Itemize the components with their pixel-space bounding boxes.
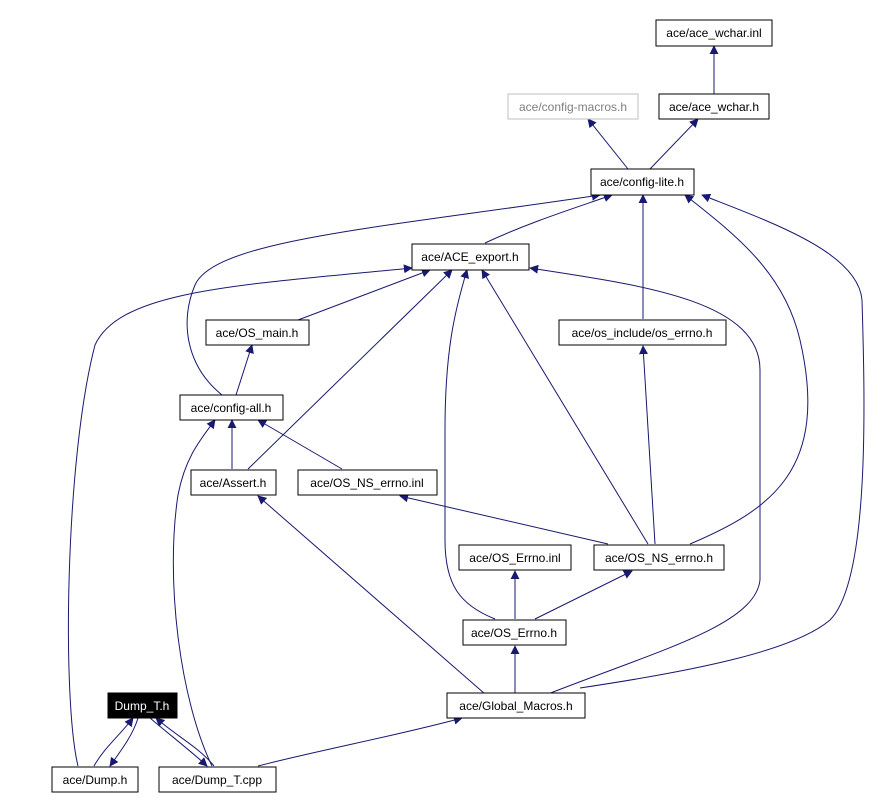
edge-dump-h-to-dump-t-h [93,717,134,767]
edge-dump-t-h-to-dump-h [109,717,139,767]
node-dump-t-h[interactable]: Dump_T.h [107,692,178,719]
node-ace-wchar-inl[interactable]: ace/ace_wchar.inl [655,19,773,47]
edge-os-ns-errno-h-to-os-ns-errno-inl [399,493,609,545]
edge-config-lite-to-ace-wchar-h [649,118,699,170]
edge-dump-t-h-to-dump-t-cpp [149,717,208,767]
node-config-lite[interactable]: ace/config-lite.h [590,168,695,196]
node-label: ace/Assert.h [200,476,267,490]
edge-dump-t-cpp-to-global-macros [257,715,463,767]
edge-os-ns-errno-h-to-os-include-errno [638,345,656,545]
node-label: ace/OS_NS_errno.inl [310,476,423,490]
node-label: ace/config-all.h [191,401,272,415]
node-config-macros[interactable]: ace/config-macros.h [507,93,639,120]
node-dump-t-cpp[interactable]: ace/Dump_T.cpp [158,766,277,793]
node-label: ace/OS_main.h [216,326,299,340]
node-os-ns-errno-inl[interactable]: ace/OS_NS_errno.inl [297,469,438,496]
edges [67,45,865,767]
edge-dump-h-to-ace-export [67,264,413,767]
node-ace-export[interactable]: ace/ACE_export.h [411,243,530,271]
edge-os-main-to-ace-export [297,268,431,321]
edge-assert-to-ace-export [247,269,453,470]
edge-os-ns-errno-h-to-config-lite [684,194,809,545]
node-label: ace/config-lite.h [600,175,684,189]
node-label: ace/ACE_export.h [421,250,518,264]
edge-global-macros-to-assert [257,495,486,695]
node-label: Dump_T.h [115,699,170,713]
edge-os-ns-errno-inl-to-config-all [257,419,343,470]
edge-global-macros-to-config-lite [579,193,865,689]
edge-config-all-to-config-lite [186,191,601,396]
edge-os-errno-h-to-os-ns-errno-h [534,570,633,620]
node-label: ace/os_include/os_errno.h [572,326,713,340]
node-config-all[interactable]: ace/config-all.h [179,394,284,421]
node-label: ace/OS_NS_errno.h [605,551,713,565]
edge-os-ns-errno-h-to-ace-export [481,269,649,545]
edge-config-all-to-os-main [235,344,254,396]
edge-dump-t-cpp-to-config-all [172,419,216,767]
node-assert[interactable]: ace/Assert.h [190,469,277,496]
node-label: ace/Dump_T.cpp [172,773,262,787]
edge-config-lite-to-config-macros [587,118,629,170]
node-ace-wchar-h[interactable]: ace/ace_wchar.h [658,93,770,120]
edge-dump-t-cpp-to-dump-t-h [155,717,215,767]
node-os-errno-inl[interactable]: ace/OS_Errno.inl [458,544,572,571]
node-dump-h[interactable]: ace/Dump.h [51,766,139,793]
node-label: ace/config-macros.h [519,100,627,114]
node-os-main[interactable]: ace/OS_main.h [205,319,310,346]
node-os-include-errno[interactable]: ace/os_include/os_errno.h [558,319,727,346]
node-label: ace/ace_wchar.h [669,100,759,114]
node-os-ns-errno-h[interactable]: ace/OS_NS_errno.h [593,544,725,571]
node-label: ace/OS_Errno.inl [469,551,560,565]
node-global-macros[interactable]: ace/Global_Macros.h [446,692,586,719]
edge-global-macros-to-ace-export [529,264,761,695]
node-label: ace/ace_wchar.inl [666,26,761,40]
node-label: ace/OS_Errno.h [471,626,557,640]
node-os-errno-h[interactable]: ace/OS_Errno.h [462,619,567,646]
node-label: ace/Global_Macros.h [459,699,572,713]
nodes: ace/ace_wchar.inl ace/config-macros.h ac… [51,19,773,793]
node-label: ace/Dump.h [63,773,128,787]
edge-os-errno-h-to-ace-export [444,269,496,620]
